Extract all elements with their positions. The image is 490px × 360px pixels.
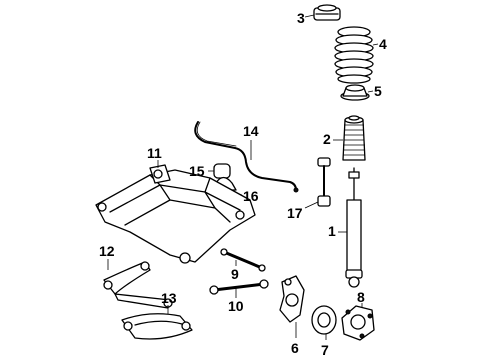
callout-13: 13: [161, 290, 177, 306]
part-9-lateral-link: [220, 248, 266, 272]
callout-2: 2: [323, 131, 331, 147]
callout-12: 12: [99, 243, 115, 259]
part-15-stabilizer-bushing: [208, 163, 231, 179]
callout-4: 4: [379, 36, 387, 52]
part-17-stabilizer-link: [304, 157, 331, 209]
callout-6: 6: [291, 340, 299, 356]
callout-5: 5: [374, 83, 382, 99]
callout-7: 7: [321, 342, 329, 358]
part-6-knuckle: [279, 275, 305, 338]
part-5-spring-seat: [340, 84, 374, 101]
callout-9: 9: [231, 266, 239, 282]
part-2-dust-boot: [333, 115, 366, 161]
part-8-wheel-hub: [341, 303, 375, 341]
part-7-hub-bearing: [311, 305, 337, 340]
part-1-shock-absorber: [338, 167, 363, 288]
part-11-subframe: [95, 160, 256, 264]
callout-16: 16: [243, 188, 259, 204]
part-4-coil-spring: [334, 26, 379, 84]
callout-11: 11: [147, 145, 162, 161]
callout-1: 1: [328, 223, 336, 239]
callout-8: 8: [357, 289, 365, 305]
part-3-upper-mount: [304, 4, 341, 21]
callout-17: 17: [287, 205, 303, 221]
callout-14: 14: [243, 123, 259, 139]
part-14-stabilizer-bar: [194, 121, 299, 193]
part-10-lower-link: [209, 279, 269, 298]
callout-15: 15: [189, 163, 205, 179]
callout-3: 3: [297, 10, 305, 26]
part-13-lower-arm: [121, 305, 193, 340]
callout-10: 10: [228, 298, 244, 314]
